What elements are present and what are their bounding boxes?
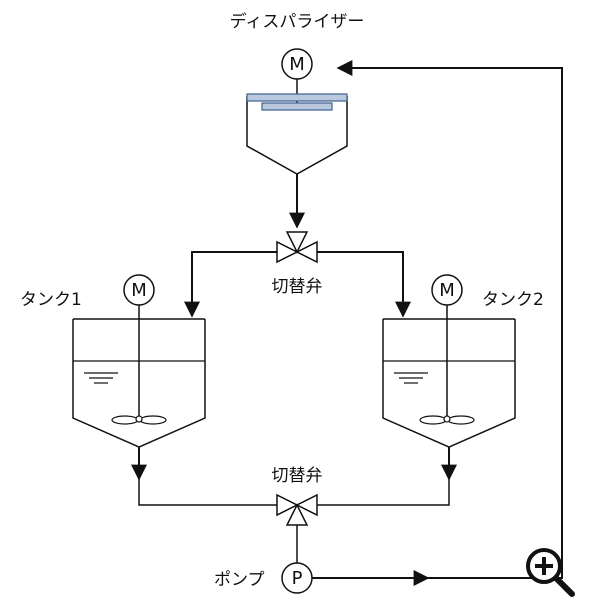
disperser-rotor <box>261 102 333 111</box>
pipe-return-line <box>336 60 563 579</box>
tank2-impeller <box>419 415 475 425</box>
disperser-label: ディスパライザー <box>230 11 365 32</box>
disperser-motor: M <box>281 48 313 80</box>
tank2 <box>382 318 516 448</box>
pipe-header-right <box>317 479 450 506</box>
tank2-motor-letter: M <box>439 280 455 301</box>
pipe-valve-to-tank1 <box>184 251 277 318</box>
valve-top-label: 切替弁 <box>272 277 323 297</box>
disperser-plate <box>246 93 348 102</box>
valve-top <box>276 231 318 264</box>
pipe-valve-to-tank2 <box>317 251 411 318</box>
zoom-in-icon <box>526 548 575 597</box>
valve-bottom-label: 切替弁 <box>272 466 323 486</box>
tank2-motor: M <box>431 274 463 306</box>
pump-letter: P <box>292 568 303 589</box>
disperser-motor-letter: M <box>289 54 305 75</box>
pump: P <box>281 562 313 594</box>
tank1-impeller <box>111 415 167 425</box>
tank1-label: タンク1 <box>20 290 82 310</box>
pump-label: ポンプ <box>214 570 265 590</box>
tank1-motor: M <box>123 274 155 306</box>
zoom-in-button[interactable] <box>524 546 578 600</box>
tank1-motor-letter: M <box>131 280 147 301</box>
tank2-label: タンク2 <box>482 290 544 310</box>
valve-bottom <box>276 493 318 526</box>
pipe-header-left <box>138 479 277 506</box>
